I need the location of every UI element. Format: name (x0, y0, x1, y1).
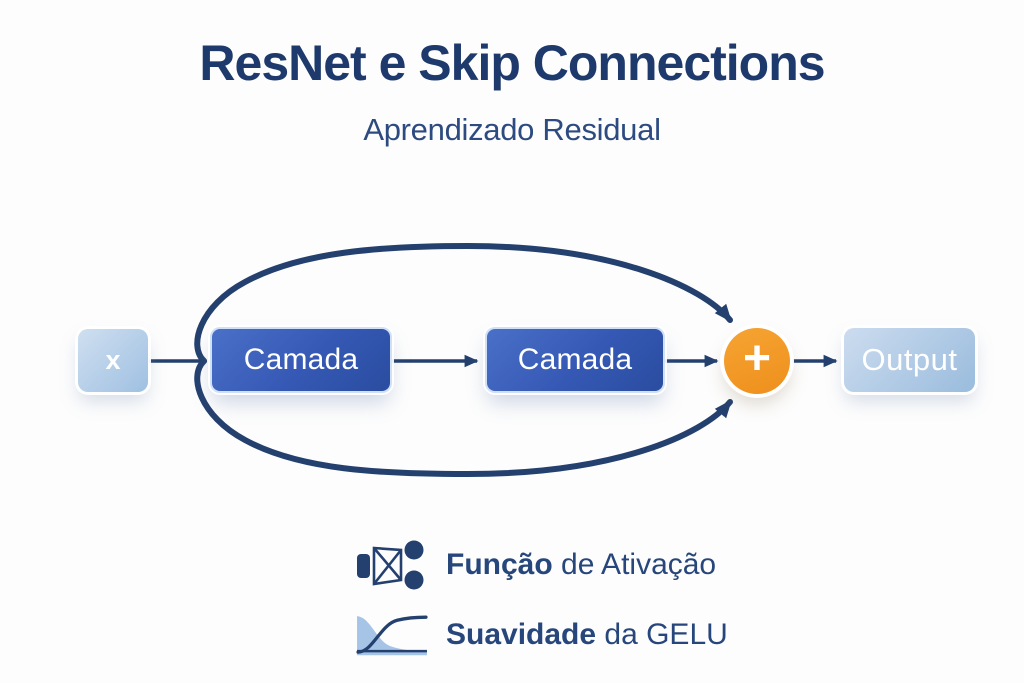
legend-label-gelu: Suavidade da GELU (446, 618, 728, 652)
layer-2-label: Camada (517, 343, 633, 376)
page-subtitle: Aprendizado Residual (363, 112, 661, 147)
plus-icon: + (742, 332, 772, 385)
legend-activation-bold-text: Função (446, 548, 553, 581)
neural-network-icon (357, 540, 424, 590)
layer-1-label: Camada (243, 343, 359, 376)
page-title: ResNet e Skip Connections (199, 35, 825, 91)
legend: Função de Ativação Suavidade da GELU (356, 537, 728, 677)
legend-row-activation: Função de Ativação (356, 537, 728, 593)
gelu-curve-icon (356, 615, 428, 656)
layer-box-1: Camada (212, 329, 390, 391)
input-x-label: x (105, 345, 121, 375)
sum-node: + (724, 328, 790, 394)
legend-activation-rest-text: de Ativação (552, 548, 717, 581)
output-box: Output (844, 328, 975, 392)
legend-gelu-bold-text: Suavidade (446, 618, 597, 651)
legend-label-activation: Função de Ativação (446, 548, 716, 582)
layer-box-2: Camada (487, 329, 663, 391)
output-label: Output (861, 342, 958, 377)
legend-gelu-rest-text: da GELU (596, 618, 728, 651)
legend-row-gelu: Suavidade da GELU (356, 607, 728, 663)
input-x-box: x (78, 329, 148, 392)
